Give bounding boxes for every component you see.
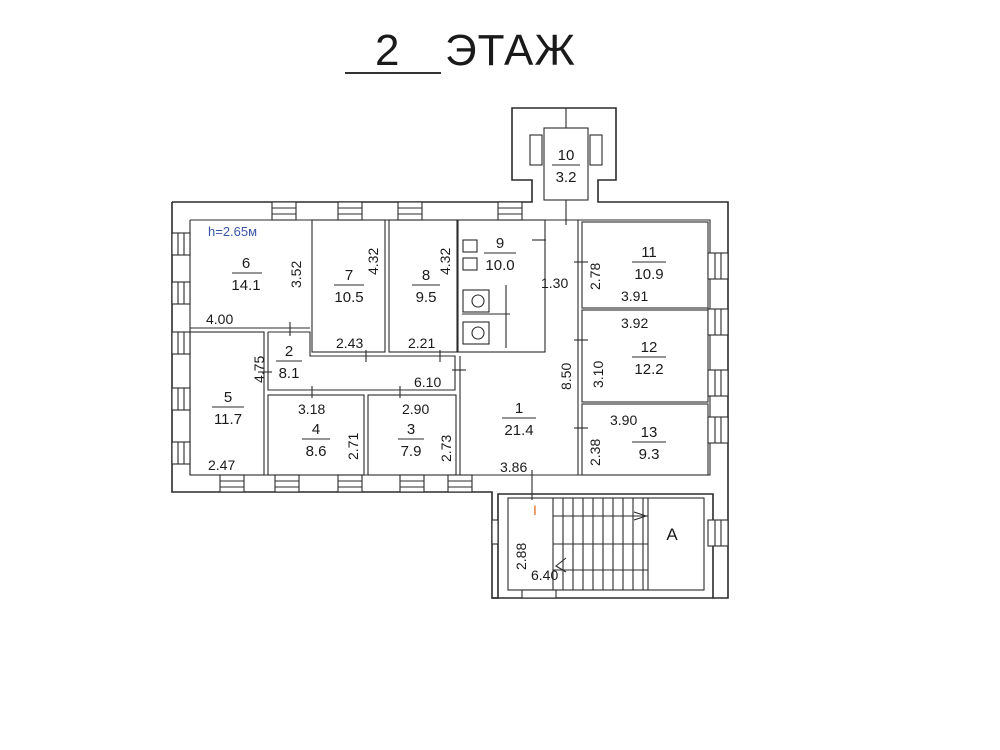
- room-area: 21.4: [504, 422, 533, 439]
- room-number: 10: [558, 147, 575, 164]
- room-number: 5: [224, 389, 232, 406]
- room-area: 10.5: [334, 289, 363, 306]
- dimension: 3.86: [500, 459, 527, 475]
- dimension-ticks: [258, 239, 588, 500]
- dimension: 3.18: [298, 401, 325, 417]
- room-area: 9.5: [416, 289, 437, 306]
- stair-treads: [553, 498, 648, 590]
- stair-arrow-up-icon: [633, 511, 648, 521]
- dimension: 6.10: [414, 374, 441, 390]
- toilet-fixtures: [462, 239, 510, 348]
- room-number: 3: [407, 421, 415, 438]
- floor-number-underline: [345, 72, 441, 74]
- room-number: 8: [422, 267, 430, 284]
- stair-arrow-down-icon: [555, 557, 567, 573]
- dimension: 2.21: [408, 335, 435, 351]
- dimension: 2.90: [402, 401, 429, 417]
- dimension: 4.75: [251, 356, 267, 383]
- dimension: 2.71: [345, 433, 361, 460]
- dimension: 1.30: [541, 275, 568, 291]
- dimension: 3.90: [610, 412, 637, 428]
- room-area: 9.3: [639, 446, 660, 463]
- dimension: 4.32: [437, 248, 453, 275]
- floor-word: ЭТАЖ: [445, 26, 577, 75]
- room-number: 12: [641, 339, 658, 356]
- room-area: 3.2: [556, 169, 577, 186]
- room-area: 10.9: [634, 266, 663, 283]
- room-area: 8.6: [306, 443, 327, 460]
- room-area: 14.1: [231, 277, 260, 294]
- dimension: 2.78: [587, 263, 603, 290]
- room-number: 9: [496, 235, 504, 252]
- dimension: 3.10: [590, 361, 606, 388]
- room-area: 10.0: [485, 257, 514, 274]
- dimension: 2.88: [513, 543, 529, 570]
- room-number: 2: [285, 343, 293, 360]
- windows: [171, 134, 729, 599]
- dimension: 3.52: [288, 261, 304, 288]
- room-area: 12.2: [634, 361, 663, 378]
- dimension: 3.91: [621, 288, 648, 304]
- dimension: 2.43: [336, 335, 363, 351]
- dimension: 6.40: [531, 567, 558, 583]
- dimension: 4.32: [365, 248, 381, 275]
- staircase-marker: I: [533, 502, 537, 518]
- room-number: 1: [515, 400, 523, 417]
- room-area: 7.9: [401, 443, 422, 460]
- dimension: 2.47: [208, 457, 235, 473]
- room-number: 4: [312, 421, 320, 438]
- room-number: 6: [242, 255, 250, 272]
- room-labels: 6 14.1 7 10.5 8 9.5 9 10.0 10 3.2 11 10.…: [212, 147, 678, 544]
- floor-number: 2: [375, 26, 400, 75]
- dimension-labels: 3.52 4.00 4.32 2.43 4.32 2.21 1.30 8.50 …: [206, 248, 648, 583]
- ceiling-height: h=2.65м: [208, 224, 257, 239]
- room-area: 11.7: [214, 411, 242, 428]
- staircase-label: A: [666, 525, 678, 544]
- dimension: 2.38: [587, 439, 603, 466]
- dimension: 2.73: [438, 435, 454, 462]
- room-area: 8.1: [279, 365, 300, 382]
- dimension: 8.50: [558, 363, 574, 390]
- room-number: 13: [641, 424, 658, 441]
- room-number: 11: [641, 244, 657, 261]
- room-number: 7: [345, 267, 353, 284]
- dimension: 3.92: [621, 315, 648, 331]
- dimension: 4.00: [206, 311, 233, 327]
- room-10-walls: [543, 108, 589, 225]
